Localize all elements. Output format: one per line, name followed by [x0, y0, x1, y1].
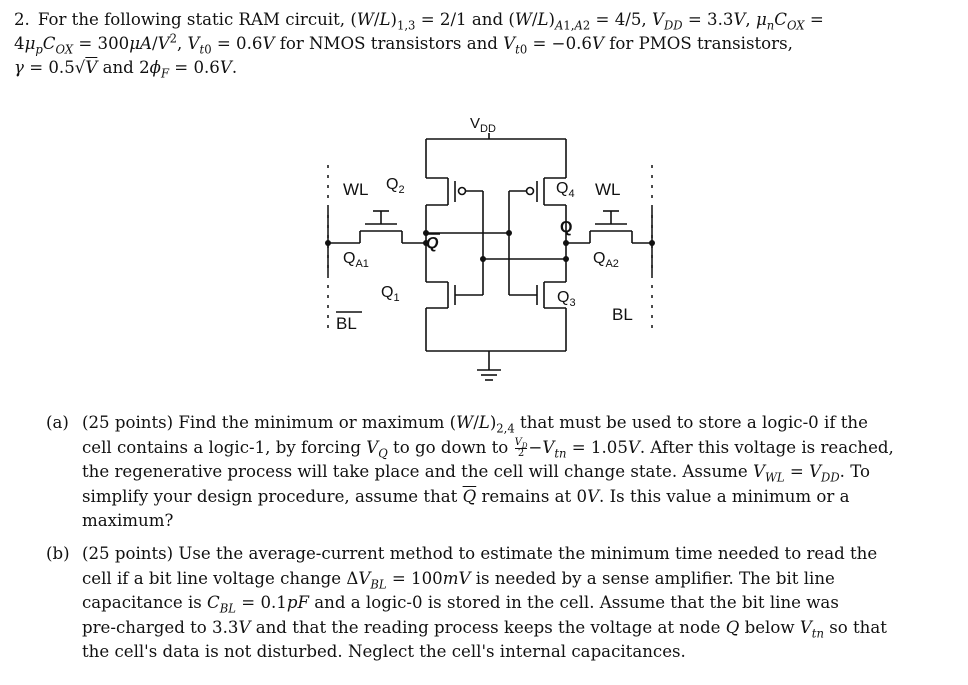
part-a: (a) (25 points) Find the minimum or maxi… — [46, 411, 938, 534]
qa2-label: QA2 — [593, 250, 619, 270]
wl-right-label: WL — [595, 180, 621, 199]
q3-label: Q3 — [557, 289, 576, 309]
bl-bar-label: BL — [336, 314, 357, 333]
problem-line-3: γ = 0.5√V and 2ϕF = 0.6V. — [14, 58, 238, 81]
wl-left-label: WL — [343, 180, 369, 199]
q-node-label: Q — [560, 219, 572, 236]
part-a-label: (a) — [46, 413, 69, 432]
circuit-wires — [328, 133, 652, 381]
q2-label: Q2 — [386, 176, 405, 196]
part-b: (b) (25 points) Use the average-current … — [46, 542, 938, 665]
part-a-body: (25 points) Find the minimum or maximum … — [82, 411, 938, 534]
part-a-line-2: cell contains a logic-1, by forcing VQ t… — [82, 436, 894, 460]
q1-label: Q1 — [381, 284, 400, 304]
part-b-line-1: (25 points) Use the average-current meth… — [82, 544, 878, 563]
part-b-line-4: pre-charged to 3.3V and that the reading… — [82, 617, 887, 641]
part-b-line-2: cell if a bit line voltage change ΔVBL =… — [82, 568, 835, 591]
problem-statement: 2.For the following static RAM circuit, … — [14, 8, 944, 81]
part-b-line-3: capacitance is CBL = 0.1pF and a logic-0… — [82, 593, 839, 616]
part-b-line-5: the cell's data is not disturbed. Neglec… — [82, 642, 686, 662]
problem-number: 2. — [14, 10, 30, 29]
bl-right-label: BL — [612, 305, 633, 324]
part-a-line-5: maximum? — [82, 511, 174, 531]
part-b-body: (25 points) Use the average-current meth… — [82, 542, 938, 665]
qbar-node-label: Q — [426, 235, 439, 252]
qa1-label: QA1 — [343, 250, 369, 270]
vdd-label: VDD — [470, 115, 496, 135]
part-a-line-1: (25 points) Find the minimum or maximum … — [82, 413, 868, 436]
q4-label: Q4 — [556, 180, 575, 200]
part-a-line-3: the regenerative process will take place… — [82, 462, 870, 485]
problem-line-2: 4μpCOX = 300μA/V2, Vt0 = 0.6V for NMOS t… — [14, 31, 793, 57]
part-a-line-4: simplify your design procedure, assume t… — [82, 486, 850, 506]
part-b-label: (b) — [46, 544, 70, 563]
problem-line-1: 2.For the following static RAM circuit, … — [14, 10, 824, 33]
